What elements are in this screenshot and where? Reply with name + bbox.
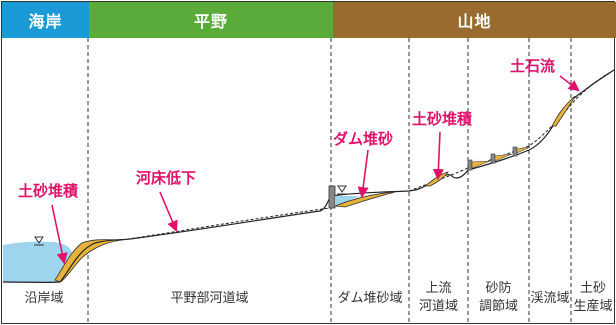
sabo-dam-1 bbox=[467, 159, 473, 171]
gorge-sediment bbox=[551, 95, 576, 127]
label-riverbed-lowering: 河床低下 bbox=[136, 169, 197, 187]
dam-sediment bbox=[334, 191, 396, 208]
zone-sabo: 砂防 調節域 bbox=[468, 280, 529, 316]
dam-wall bbox=[328, 185, 336, 209]
band-mountain: 山地 bbox=[333, 2, 616, 38]
band-coast: 海岸 bbox=[2, 2, 89, 38]
zone-sabo-line2: 調節域 bbox=[478, 299, 518, 314]
zone-source-line2: 生産域 bbox=[573, 299, 613, 314]
arrow-riverbed-lowering bbox=[159, 191, 178, 233]
label-upstream-sediment: 土砂堆積 bbox=[412, 110, 473, 128]
sabo-dam-3 bbox=[512, 146, 518, 157]
label-dam-sediment: ダム堆砂 bbox=[333, 130, 394, 148]
zone-coastal: 沿岸域 bbox=[24, 291, 64, 306]
riverbed-profile bbox=[2, 69, 615, 284]
sabo-dams bbox=[467, 146, 531, 171]
zone-source: 土砂 生産域 bbox=[571, 280, 615, 316]
zone-dividers bbox=[87, 38, 572, 323]
original-bed-line bbox=[121, 69, 615, 241]
zone-sabo-line1: 砂防 bbox=[485, 281, 512, 296]
zone-upstream: 上流 河道域 bbox=[409, 280, 468, 316]
dam-water-level-icon bbox=[337, 185, 347, 195]
zone-upstream-line1: 上流 bbox=[425, 281, 452, 296]
arrow-upstream-sediment bbox=[432, 131, 444, 181]
zone-source-line1: 土砂 bbox=[579, 281, 606, 296]
sabo-dam-2 bbox=[490, 153, 496, 164]
arrow-debris-flow bbox=[559, 75, 580, 92]
band-plain: 平野 bbox=[89, 2, 333, 38]
upstream-sediment bbox=[423, 171, 449, 187]
arrow-dam-sediment bbox=[357, 149, 369, 199]
zone-dam-reservoir: ダム堆砂域 bbox=[337, 291, 403, 306]
label-coastal-sediment: 土砂堆積 bbox=[18, 182, 79, 200]
label-debris-flow: 土石流 bbox=[510, 57, 556, 75]
annotation-arrows bbox=[51, 75, 580, 265]
zone-upstream-line2: 河道域 bbox=[418, 299, 458, 314]
zone-plain-river: 平野部河道域 bbox=[170, 291, 249, 306]
sea-water bbox=[3, 241, 73, 282]
water-level-icon bbox=[34, 236, 44, 246]
zone-gorge: 渓流域 bbox=[530, 291, 570, 306]
arrow-coastal-sediment bbox=[51, 204, 68, 265]
